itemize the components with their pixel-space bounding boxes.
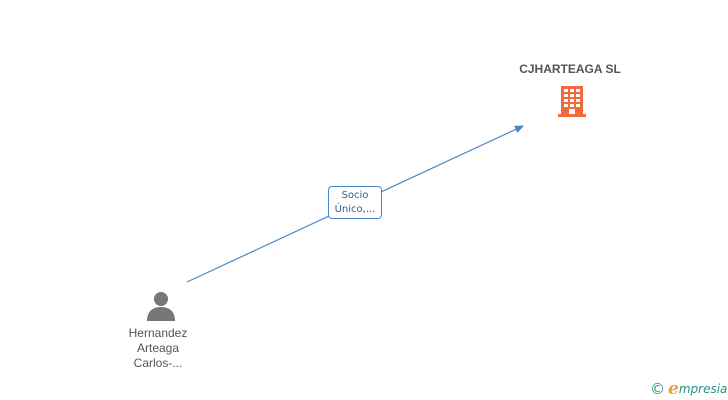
brand-initial: e <box>668 378 679 399</box>
person-name[interactable]: Hernandez Arteaga Carlos-... <box>108 326 208 371</box>
empresia-logo[interactable]: © e mpresia <box>650 380 727 398</box>
copyright-icon: © <box>650 379 665 398</box>
brand-name: mpresia <box>678 382 728 396</box>
company-name[interactable]: CJHARTEAGA SL <box>519 62 621 76</box>
person-name-line-2: Arteaga <box>136 341 180 355</box>
relationship-label[interactable]: Socio Único,... <box>328 186 382 219</box>
person-icon[interactable] <box>145 290 177 322</box>
relationship-label-line-2: Único,... <box>334 203 376 215</box>
person-name-line-1: Hernandez <box>128 326 188 340</box>
relationship-label-line-1: Socio <box>341 189 369 201</box>
person-name-line-3: Carlos-... <box>133 356 183 370</box>
building-icon[interactable] <box>555 84 589 118</box>
